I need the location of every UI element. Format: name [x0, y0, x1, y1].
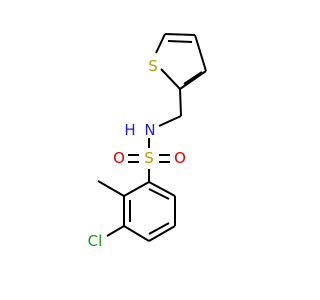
thiophene-ring — [155, 33, 207, 90]
bond-c6-c1 — [148, 181, 176, 197]
atom-oxygen-left: O — [113, 149, 125, 167]
atom-nh-hydrogen: H — [124, 121, 135, 139]
bond-c4-c5-inner — [148, 222, 170, 235]
molecule-structure: S N H S O O Cl — [88, 33, 207, 250]
bond-c2-c3 — [179, 70, 207, 90]
bond-c2-c3-inner — [183, 71, 203, 85]
bond-c-cl — [106, 225, 125, 237]
atom-oxygen-right: O — [174, 149, 186, 167]
bond-c5-s — [155, 33, 166, 54]
benzene-ring — [123, 181, 176, 242]
bond-s-c2 — [160, 68, 181, 90]
bond-c3-c4 — [123, 225, 150, 242]
bond-c4-c5 — [148, 225, 176, 242]
bond-c6-c1-inner — [148, 188, 170, 200]
atom-thiophene-sulfur: S — [148, 57, 158, 75]
bond-c2-ch2 — [179, 88, 182, 117]
bond-methyl — [97, 180, 125, 197]
atom-sulfonyl-sulfur: S — [144, 149, 154, 167]
bond-c1-c2 — [123, 181, 150, 197]
bond-ch2-n — [158, 115, 182, 127]
bond-c4-c5-inner — [167, 40, 193, 43]
bond-c3-c4 — [194, 34, 207, 72]
atom-chlorine: Cl — [88, 232, 103, 250]
bond-c4-c5 — [164, 33, 196, 36]
atom-nitrogen: N — [144, 121, 155, 139]
